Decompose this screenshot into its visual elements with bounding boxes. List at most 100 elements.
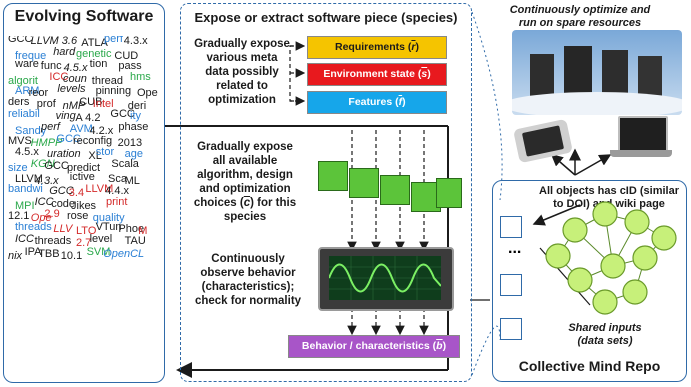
cloud-word: OpenCL	[103, 247, 145, 260]
environment-state-box: Environment state (s)	[307, 63, 447, 86]
collective-mind-repo-panel	[492, 180, 687, 382]
choices-text-end: ) for this species	[223, 197, 297, 223]
cloud-word: thread	[91, 74, 123, 87]
cloud-word: 2.7	[76, 237, 92, 249]
choices-text: Gradually expose all available algorithm…	[190, 140, 300, 224]
laptop-image	[610, 116, 672, 160]
cloud-word: print	[106, 195, 128, 208]
cloud-word: M	[138, 224, 148, 237]
shared-inputs-label: Shared inputs (data sets)	[568, 322, 642, 347]
behavior-label: Behavior / characteristics (	[301, 340, 437, 352]
cloud-word: ware	[15, 58, 39, 70]
choice-square-3	[380, 175, 410, 205]
cloud-word: ity	[130, 110, 141, 122]
cloud-word: level	[89, 233, 113, 245]
cloud-word: TAU	[124, 235, 146, 247]
repo-ellipsis: ...	[508, 240, 522, 257]
cloud-word: SVM	[86, 245, 111, 258]
cloud-word: Sca	[108, 172, 127, 185]
cloud-word: 4.3.x	[123, 36, 148, 47]
cloud-word: Jikes	[71, 199, 97, 212]
cloud-word: hms	[130, 70, 151, 83]
cloud-word: Phoe	[118, 222, 145, 235]
cloud-word: pass	[118, 60, 142, 72]
cloud-word: ICC	[15, 233, 34, 245]
cloud-word: bandwi	[8, 183, 43, 195]
cloud-word: threads	[15, 220, 52, 233]
cloud-word: 4.4.x	[105, 185, 130, 197]
choice-square-5	[436, 178, 462, 208]
cloud-word: stor	[95, 145, 115, 158]
cloud-word: CUD	[114, 49, 139, 62]
repo-slot-3	[500, 318, 522, 340]
cloud-word: LLV	[53, 222, 73, 235]
cloud-word: GCC	[49, 185, 74, 197]
cloud-word: prof	[36, 97, 56, 110]
cloud-word: reliabil	[8, 108, 40, 120]
features-vec: f	[398, 96, 403, 108]
cloud-word: LLVM	[85, 183, 114, 195]
choice-square-1	[318, 161, 348, 191]
cloud-word: HMPP	[30, 137, 63, 149]
features-box: Features (f)	[307, 91, 447, 114]
environment-label: Environment state (	[323, 68, 422, 80]
cloud-word: XL	[88, 149, 102, 162]
cloud-word: quality	[92, 212, 125, 224]
cloud-word: nMP	[62, 99, 86, 112]
choices-vec: c	[243, 197, 251, 209]
requirements-vec: r	[411, 41, 416, 53]
cloud-word: 4.5.x	[15, 145, 39, 158]
cloud-word: 2013	[117, 137, 143, 149]
cloud-word: ving	[55, 110, 76, 122]
cloud-word: perf	[104, 36, 123, 45]
cloud-word: freque	[15, 49, 47, 62]
cloud-word: deri	[127, 99, 147, 112]
cloud-word: LTO	[76, 224, 97, 237]
cloud-word: IPA	[24, 245, 42, 258]
cloud-word: ML	[124, 174, 140, 187]
sine-wave-screen	[329, 256, 441, 300]
environment-vec: s	[421, 68, 428, 80]
cloud-word: MVS	[8, 135, 32, 147]
cloud-word: levels	[57, 83, 86, 95]
cloud-word: LLVM 3.6	[30, 36, 78, 47]
cloud-word: perf	[41, 120, 60, 133]
cloud-word: 4.2.x	[89, 124, 114, 137]
expose-species-title: Expose or extract software piece (specie…	[194, 10, 458, 25]
cloud-word: tion	[89, 58, 108, 70]
cloud-word: algorit	[8, 74, 38, 87]
cloud-word: ARM	[15, 85, 40, 97]
cloud-word: func	[40, 60, 62, 72]
cloud-word: 2.9	[44, 208, 60, 220]
cloud-word: GCC	[56, 133, 81, 145]
cloud-word: phase	[118, 120, 149, 133]
cloud-word: threads	[34, 235, 72, 247]
cloud-word: KGN	[30, 158, 55, 170]
cloud-word: 4.5.x	[63, 62, 88, 74]
choices-text-start: Gradually expose all available algorithm…	[193, 141, 293, 209]
repo-slot-1	[500, 216, 522, 238]
cloud-word: coun	[63, 72, 87, 85]
cloud-word: ATLA	[81, 37, 108, 49]
optimize-caption: Continuously optimize and run on spare r…	[509, 4, 651, 29]
cloud-word: GCC	[110, 108, 135, 120]
collective-mind-repo-title: Collective Mind Repo	[518, 358, 661, 374]
cloud-servers-image	[512, 30, 682, 115]
cid-caption: All objects has cID (similar to DOI) and…	[539, 185, 679, 210]
cloud-word: AVM	[69, 122, 93, 135]
behavior-box: Behavior / characteristics (b)	[288, 335, 460, 358]
cloud-word: TBB	[38, 247, 60, 260]
cloud-word: Scala	[111, 158, 139, 170]
cloud-word: 4.3.x	[34, 174, 59, 187]
observe-behavior-text: Continuously observe behavior (character…	[194, 253, 302, 307]
cloud-word: Intel	[92, 97, 114, 110]
repo-slot-2	[500, 274, 522, 296]
cloud-word: ders	[8, 95, 30, 108]
evolving-software-panel	[3, 3, 165, 383]
monitor	[318, 247, 454, 311]
cloud-word: 3.4	[68, 187, 85, 199]
cloud-word: Ope	[137, 87, 158, 99]
cloud-word: GCC	[8, 36, 33, 45]
